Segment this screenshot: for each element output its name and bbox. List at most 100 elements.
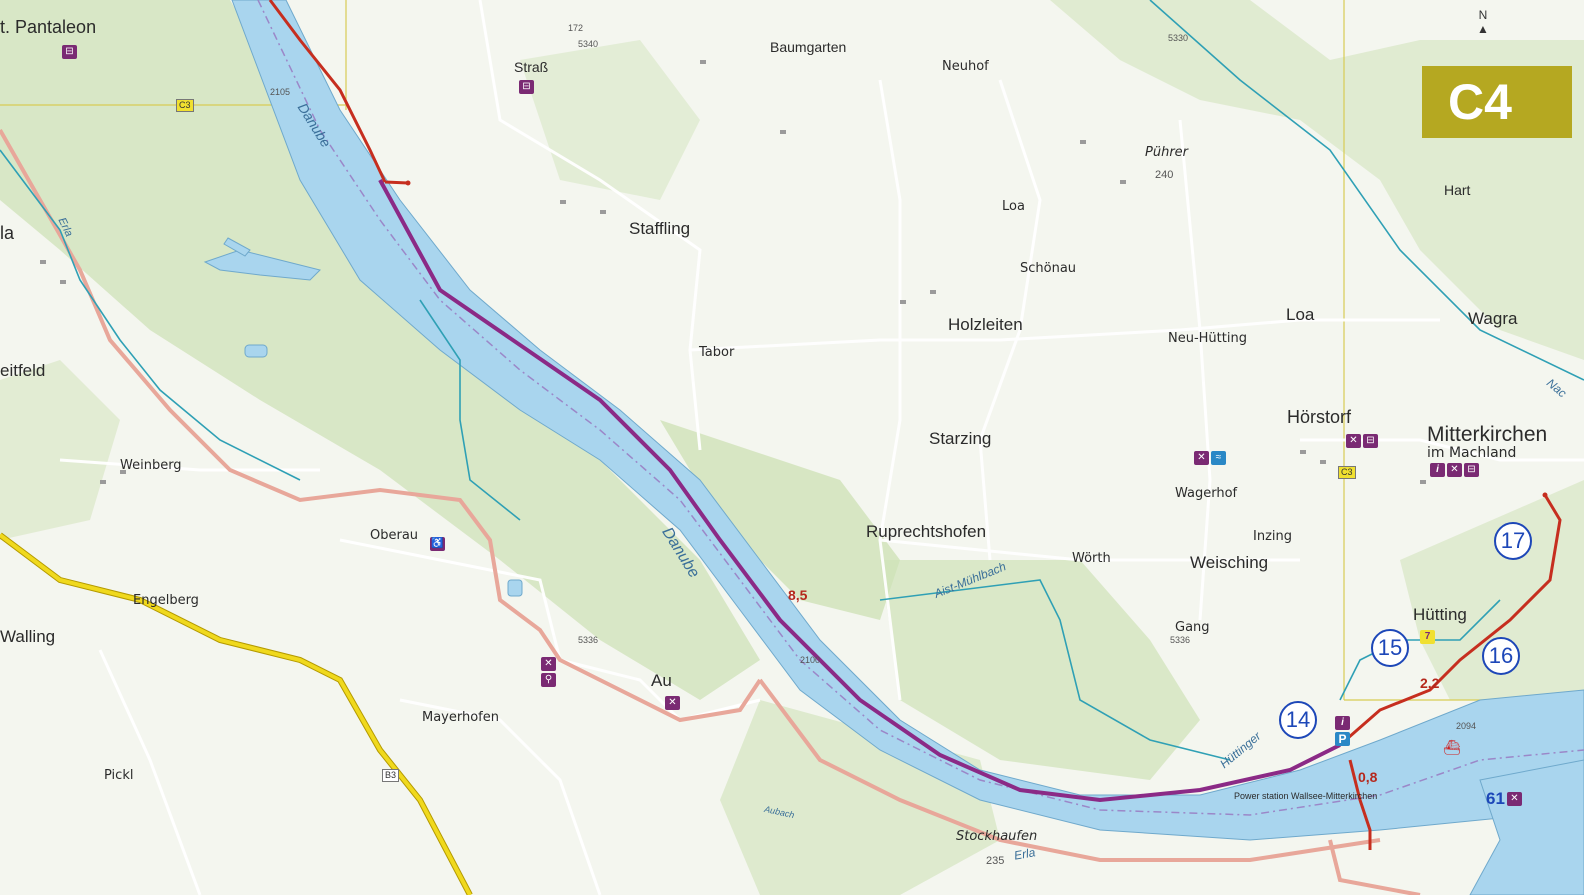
lakes	[203, 237, 523, 597]
poi-st-pantaleon[interactable]: ⊟	[62, 45, 77, 59]
wheelchair-icon: ♿	[430, 537, 445, 551]
poi-power-station[interactable]: i P	[1335, 716, 1350, 746]
restaurant-icon: ✕	[541, 657, 556, 671]
place-inzing: Inzing	[1253, 529, 1292, 544]
place-ruprechtshofen: Ruprechtshofen	[866, 522, 987, 541]
place-eitfeld: eitfeld	[0, 361, 46, 380]
tiny-2094: 2094	[1456, 721, 1477, 731]
place-staffling: Staffling	[629, 219, 691, 238]
place-st-pantaleon: t. Pantaleon	[0, 17, 97, 37]
poi-huetting[interactable]: 7	[1420, 630, 1435, 644]
place-loa: Loa	[1286, 305, 1315, 324]
parking-icon: P	[1335, 732, 1350, 746]
stage-marker-16[interactable]: 16	[1482, 637, 1520, 675]
place-au: Au	[651, 671, 672, 690]
poi-number-badge: 7	[1420, 630, 1435, 644]
place-neuhof: Neuhof	[942, 59, 989, 74]
tiny-5340: 5340	[578, 39, 599, 49]
place-schoenau: Schönau	[1020, 261, 1077, 276]
stage-marker-15[interactable]: 15	[1371, 629, 1409, 667]
place-mitterkirchen: Mitterkirchen	[1427, 423, 1548, 446]
place-oberau: Oberau	[370, 528, 419, 543]
place-im-machland: im Machland	[1427, 445, 1517, 461]
place-hoerstorf: Hörstorf	[1287, 407, 1352, 427]
stage-marker-17[interactable]: 17	[1494, 522, 1532, 560]
elevation-stockhaufen: 235	[986, 855, 1005, 867]
distance-label-2: 2,2	[1420, 675, 1440, 691]
distance-label-3: 0,8	[1358, 769, 1378, 785]
north-label: N	[1478, 8, 1488, 22]
place-woerth: Wörth	[1072, 551, 1111, 566]
poi-number-61: 61	[1486, 789, 1505, 808]
place-tabor: Tabor	[699, 345, 735, 360]
secondary-roads	[0, 129, 1421, 895]
bed-icon: ⊟	[1464, 463, 1479, 477]
place-mayerhofen: Mayerhofen	[422, 710, 499, 725]
place-stockhaufen: Stockhaufen	[956, 829, 1038, 844]
north-arrow-icon: N▲	[1477, 8, 1489, 36]
route-end-dot-2	[1542, 492, 1548, 498]
settlement-blocks	[40, 60, 1456, 484]
stage-marker-14[interactable]: 14	[1279, 701, 1317, 739]
place-hart: Hart	[1444, 182, 1471, 198]
place-wagerhof: Wagerhof	[1175, 486, 1238, 501]
place-huetting: Hütting	[1413, 605, 1467, 624]
poi-au-west[interactable]: ✕ ⚲	[541, 657, 556, 687]
poi-mitterkirchen[interactable]: i ✕ ⊟	[1430, 463, 1479, 477]
info-icon: i	[1335, 716, 1350, 730]
road-badge-c3: C3	[176, 99, 194, 112]
tiny-5336: 5336	[578, 635, 599, 645]
place-walling: Walling	[0, 627, 56, 646]
restaurant-icon: ✕	[1506, 791, 1522, 806]
tiny-5330: 5330	[1168, 33, 1189, 43]
place-la: la	[0, 223, 15, 243]
main-road	[0, 532, 473, 895]
place-weisching: Weisching	[1190, 553, 1269, 572]
bed-icon: ⊟	[519, 80, 534, 94]
alt-route	[268, 0, 1562, 850]
poi-strass[interactable]: ⊟	[519, 80, 534, 94]
road-badge-c3-right: C3	[1338, 466, 1356, 479]
place-loa-upper: Loa	[1002, 199, 1025, 214]
place-pickl: Pickl	[104, 768, 134, 783]
road-badge-b3: B3	[382, 769, 400, 782]
swimming-icon: ≈	[1211, 451, 1226, 465]
tiny-172: 172	[568, 23, 584, 33]
place-puehrer: Pührer	[1145, 145, 1189, 160]
place-wagra: Wagra	[1468, 309, 1518, 328]
map-sheet-label: C4	[1422, 66, 1572, 138]
poi-hoerstorf[interactable]: ✕ ⊟	[1346, 434, 1378, 448]
elevation-puehrer: 240	[1155, 169, 1174, 181]
poi-mitterkirchen-south[interactable]: 61 ✕	[1486, 790, 1522, 807]
tiny-2105: 2105	[270, 87, 291, 97]
restaurant-icon: ✕	[1194, 451, 1209, 465]
place-gang: Gang	[1175, 620, 1210, 635]
bicycle-icon: ⚲	[541, 673, 556, 687]
ferry-icon[interactable]: ⛴	[1443, 739, 1461, 755]
label-power-station: Power station Wallsee-Mitterkirchen	[1234, 791, 1378, 801]
place-starzing: Starzing	[929, 429, 992, 448]
restaurant-icon: ✕	[1346, 434, 1361, 448]
place-holzleiten: Holzleiten	[948, 315, 1023, 334]
poi-wagerhof[interactable]: ✕ ≈	[1194, 451, 1226, 465]
restaurant-icon: ✕	[1447, 463, 1462, 477]
poi-oberau[interactable]: ♿	[430, 537, 445, 551]
place-baumgarten: Baumgarten	[770, 39, 847, 55]
poi-au[interactable]: ✕	[665, 696, 680, 710]
bed-icon: ⊟	[1363, 434, 1378, 448]
info-icon: i	[1430, 463, 1445, 477]
place-neu-huetting: Neu-Hütting	[1168, 331, 1247, 346]
route-end-dot	[405, 180, 411, 186]
tiny-2100: 2100	[800, 655, 821, 665]
elevation-gang: 5336	[1170, 635, 1191, 645]
distance-label-1: 8,5	[788, 587, 808, 603]
place-weinberg: Weinberg	[120, 458, 182, 473]
restaurant-icon: ✕	[665, 696, 680, 710]
river-erla-bottom: Erla	[1012, 845, 1037, 863]
bed-icon: ⊟	[62, 45, 77, 59]
cycle-route	[378, 179, 1341, 803]
danube-river	[231, 0, 1584, 895]
place-engelberg: Engelberg	[133, 593, 199, 608]
